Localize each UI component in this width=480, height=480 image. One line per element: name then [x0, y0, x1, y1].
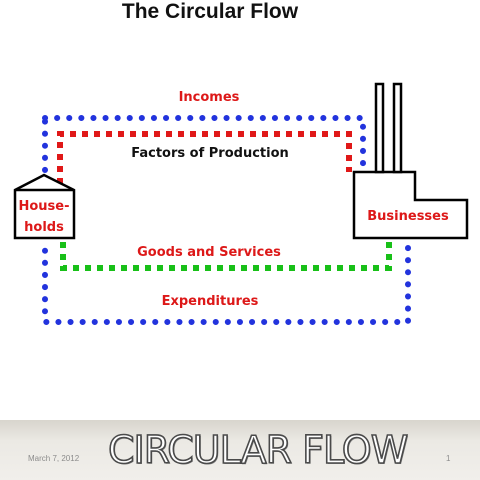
money-flow-loop [42, 115, 411, 325]
goods-flow-loop [60, 238, 392, 271]
businesses-label: Businesses [367, 209, 449, 224]
households-label-line1: House- [18, 199, 69, 214]
page-number: 1 [446, 454, 451, 463]
households-label-line2: holds [24, 220, 64, 235]
factors-label: Factors of Production [131, 146, 289, 161]
footer-date: March 7, 2012 [28, 454, 80, 463]
businesses-factory [352, 170, 469, 240]
circular-flow-diagram: House- holds Businesses Incomes Factors … [13, 82, 469, 325]
expenditures-label: Expenditures [162, 294, 259, 309]
incomes-label: Incomes [179, 90, 240, 105]
chimney-left [374, 82, 385, 174]
chimney-right [392, 82, 403, 174]
factors-flow-loop [57, 131, 352, 184]
slide-title: The Circular Flow [121, 0, 299, 23]
slide-footer: March 7, 2012 CIRCULAR FLOW 1 [0, 420, 480, 480]
goods-label: Goods and Services [137, 245, 281, 260]
footer-title: CIRCULAR FLOW [107, 427, 409, 473]
